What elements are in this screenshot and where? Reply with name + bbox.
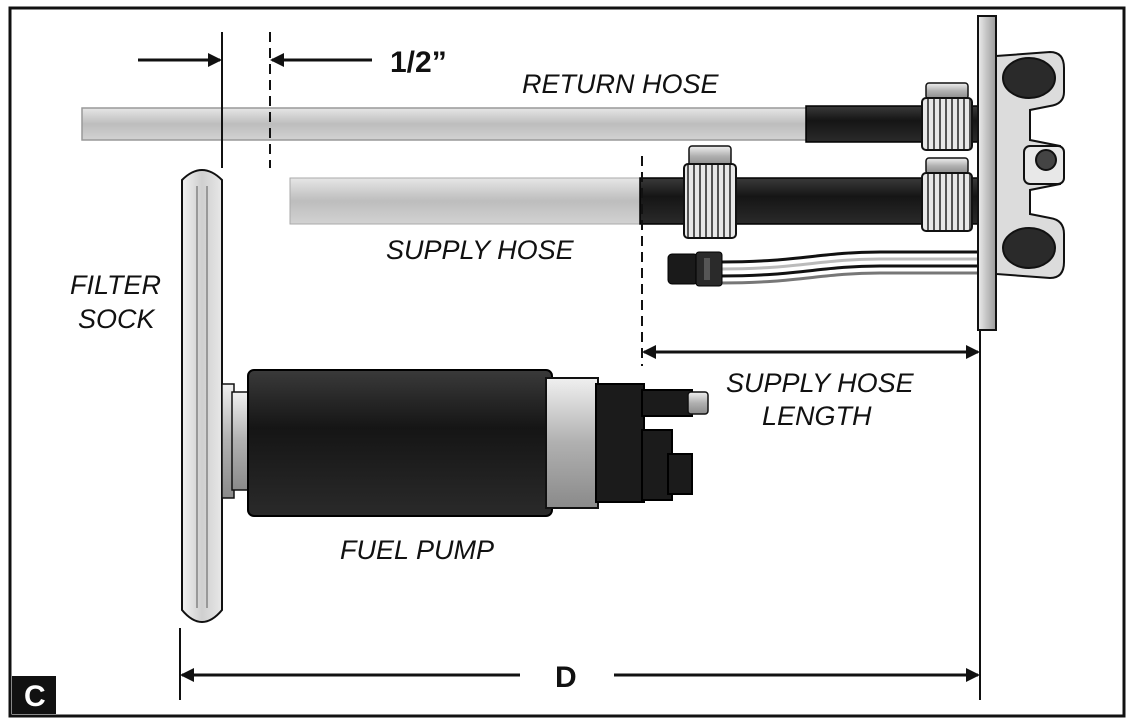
return-hose-label: RETURN HOSE (522, 69, 720, 99)
supply-hose-length-label-line1: SUPPLY HOSE (726, 368, 915, 398)
mounting-flange (977, 15, 1065, 331)
hose-clamp-return (921, 82, 973, 151)
supply-hose-length-label-line2: LENGTH (762, 401, 872, 431)
fuel-pump (221, 369, 709, 517)
filter-sock-label-line1: FILTER (70, 270, 161, 300)
supply-hose (289, 177, 981, 225)
filter-sock (181, 169, 223, 623)
pump-wiring (719, 250, 980, 285)
hose-clamp-supply-far (683, 145, 737, 239)
hose-clamp-supply-near (921, 157, 973, 232)
half-inch-label: 1/2” (390, 46, 447, 79)
electrical-connector-icon (667, 251, 723, 287)
dimension-d-label: D (555, 661, 577, 694)
filter-sock-label-line2: SOCK (78, 304, 156, 334)
fuel-pump-label: FUEL PUMP (340, 535, 494, 565)
figure-badge-label: C (24, 680, 46, 713)
figure-badge (12, 676, 56, 714)
supply-hose-label: SUPPLY HOSE (386, 235, 575, 265)
return-hose (81, 105, 979, 143)
